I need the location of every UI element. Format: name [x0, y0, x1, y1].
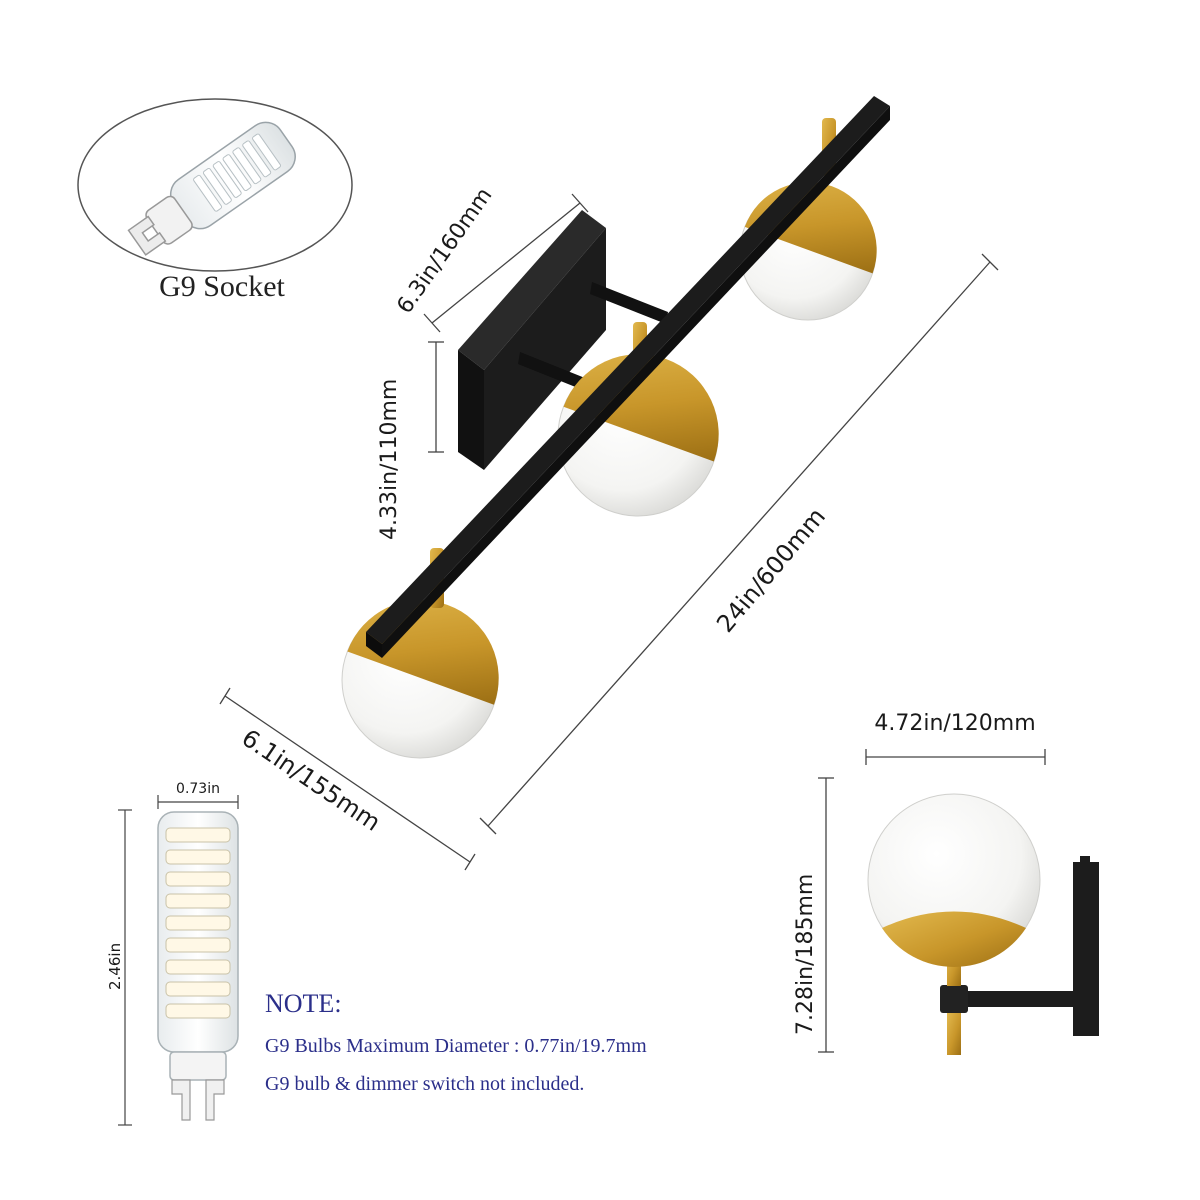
g9-bulb-closeup-icon [127, 121, 296, 256]
vanity-light-fixture [341, 96, 890, 759]
dim-total-length [479, 253, 999, 835]
g9-bulb-dimension-view: 0.73in 2.46in [106, 781, 239, 1126]
wall-plate [458, 210, 606, 470]
g9-socket-inset: G9 Socket [77, 98, 353, 303]
bulb-body-icon [157, 811, 239, 1121]
side-arm [945, 991, 1075, 1007]
note-line-1: G9 Bulbs Maximum Diameter : 0.77in/19.7m… [265, 1035, 647, 1057]
depth-label: 6.1in/155mm [237, 724, 386, 837]
socket-label: G9 Socket [159, 270, 285, 303]
bulb-height-label: 2.46in [106, 943, 124, 990]
total-length-label: 24in/600mm [711, 503, 831, 638]
dim-side-width [865, 749, 1046, 765]
side-fixture [867, 793, 1099, 1055]
plate-width-label: 6.3in/160mm [392, 183, 497, 318]
side-height-label: 7.28in/185mm [793, 874, 818, 1035]
dim-plate-width [423, 193, 589, 333]
side-view: 4.72in/120mm 7.28in/185mm [793, 711, 1099, 1055]
note-line-2: G9 bulb & dimmer switch not included. [265, 1073, 584, 1095]
dim-side-height [818, 777, 834, 1053]
side-width-label: 4.72in/120mm [874, 711, 1035, 736]
plate-height-label: 4.33in/110mm [377, 379, 402, 540]
dim-bulb-width [157, 795, 239, 809]
note-heading: NOTE: [265, 989, 342, 1018]
main-bar [366, 96, 890, 658]
dim-depth [219, 687, 476, 871]
side-wall-plate [1073, 862, 1099, 1036]
note-block: NOTE: G9 Bulbs Maximum Diameter : 0.77in… [265, 989, 647, 1095]
bulb-width-label: 0.73in [176, 781, 220, 797]
dim-plate-height [428, 341, 444, 453]
dim-bulb-height [118, 809, 132, 1126]
